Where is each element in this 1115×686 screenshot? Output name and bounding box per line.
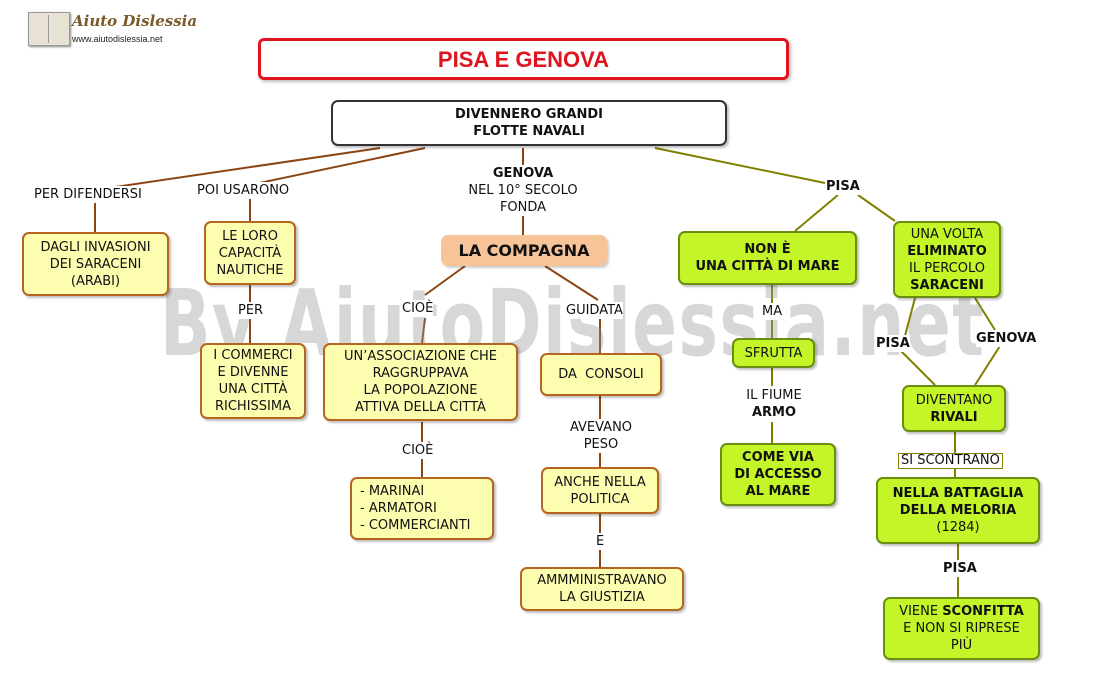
- node-commerci-line-3: UNA CITTÀ: [218, 382, 288, 397]
- label-pisa-top: PISA: [826, 178, 860, 195]
- label-fonda: FONDA: [495, 199, 551, 216]
- node-giustizia-line-1: AMMMINISTRAVANO: [537, 573, 667, 588]
- label-armo: ARMO: [748, 404, 800, 421]
- label-per: PER: [238, 302, 264, 319]
- node-sconfitta-line-1: VIENE SCONFITTA: [899, 603, 1024, 620]
- node-capacita-line-2: CAPACITÀ: [218, 245, 282, 261]
- root-line-2: FLOTTE NAVALI: [473, 124, 585, 139]
- node-associazione-line-2: RAGGRUPPAVA: [372, 366, 469, 381]
- root-node[interactable]: DIVENNERO GRANDI FLOTTE NAVALI: [331, 100, 727, 146]
- logo[interactable]: Aiuto Dislessia www.aiutodislessia.net: [28, 10, 197, 48]
- node-capacita-line-3: NAUTICHE: [216, 262, 284, 278]
- node-commerci-line-2: E DIVENNE: [217, 365, 289, 380]
- node-marinai-line-3: - COMMERCIANTI: [360, 518, 471, 533]
- node-associazione-line-4: ATTIVA DELLA CITTÀ: [355, 400, 486, 415]
- node-diventano-line-2: RIVALI: [930, 409, 978, 425]
- node-battaglia[interactable]: NELLA BATTAGLIA DELLA MELORIA (1284): [876, 477, 1040, 544]
- node-una-volta-line-2: ELIMINATO: [907, 243, 987, 259]
- label-genova-mid: GENOVA: [976, 330, 1037, 347]
- node-marinai-line-1: - MARINAI: [360, 484, 425, 499]
- label-pisa-mid: PISA: [876, 335, 910, 352]
- node-come-via-line-1: COME VIA: [742, 450, 814, 465]
- node-marinai-line-2: - ARMATORI: [360, 501, 437, 516]
- node-associazione[interactable]: UN’ASSOCIAZIONE CHE RAGGRUPPAVA LA POPOL…: [323, 343, 518, 421]
- node-come-via[interactable]: COME VIA DI ACCESSO AL MARE: [720, 443, 836, 506]
- node-commerci-line-4: RICHISSIMA: [214, 399, 291, 414]
- node-associazione-line-3: LA POPOLAZIONE: [363, 383, 478, 398]
- node-politica-line-1: ANCHE NELLA: [554, 474, 646, 490]
- node-capacita[interactable]: LE LORO CAPACITÀ NAUTICHE: [204, 221, 296, 285]
- node-invasioni-line-2: DEI SARACENI: [49, 256, 142, 272]
- node-consoli-text: DA CONSOLI: [558, 367, 644, 382]
- label-per-difendersi: PER DIFENDERSI: [34, 186, 142, 203]
- node-diventano-line-1: DIVENTANO: [915, 392, 993, 408]
- node-battaglia-line-3: (1284): [936, 520, 980, 535]
- node-una-volta[interactable]: UNA VOLTA ELIMINATO IL PERCOLO SARACENI: [893, 221, 1001, 298]
- node-giustizia[interactable]: AMMMINISTRAVANO LA GIUSTIZIA: [520, 567, 684, 611]
- label-ma: MA: [762, 303, 783, 320]
- node-sconfitta-line-1a: VIENE: [899, 604, 943, 619]
- node-come-via-line-2: DI ACCESSO: [734, 467, 822, 482]
- logo-name: Aiuto Dislessia: [72, 12, 198, 30]
- label-il-fiume: IL FIUME: [741, 387, 807, 404]
- node-sconfitta[interactable]: VIENE SCONFITTA E NON SI RIPRESE PIÙ: [883, 597, 1040, 660]
- node-commerci[interactable]: I COMMERCI E DIVENNE UNA CITTÀ RICHISSIM…: [200, 343, 306, 419]
- node-come-via-line-3: AL MARE: [745, 484, 811, 499]
- node-compagna[interactable]: LA COMPAGNA: [441, 235, 607, 266]
- label-si-scontrano: SI SCONTRANO: [898, 453, 1003, 469]
- node-giustizia-line-2: LA GIUSTIZIA: [559, 590, 645, 605]
- label-cioe-2: CIOÈ: [402, 442, 434, 459]
- logo-url: www.aiutodislessia.net: [72, 34, 163, 44]
- node-diventano[interactable]: DIVENTANO RIVALI: [902, 385, 1006, 432]
- root-line-1: DIVENNERO GRANDI: [454, 107, 604, 122]
- label-cioe-1: CIOÈ: [402, 300, 434, 317]
- label-genova-top: GENOVA: [490, 165, 556, 182]
- node-politica-line-2: POLITICA: [570, 491, 630, 507]
- label-guidata: GUIDATA: [566, 302, 623, 319]
- label-poi-usarono: POI USARONO: [197, 182, 290, 199]
- node-sfrutta-text: SFRUTTA: [744, 345, 803, 361]
- node-sfrutta[interactable]: SFRUTTA: [732, 338, 815, 368]
- label-e: E: [596, 533, 605, 550]
- node-sconfitta-line-1b: SCONFITTA: [942, 604, 1024, 619]
- node-invasioni[interactable]: DAGLI INVASIONI DEI SARACENI (ARABI): [22, 232, 169, 296]
- node-battaglia-line-2: DELLA MELORIA: [899, 503, 1017, 518]
- label-nel-secolo: NEL 10° SECOLO: [462, 182, 584, 199]
- label-avevano: AVEVANO: [568, 419, 634, 436]
- node-sconfitta-line-3: PIÙ: [950, 638, 973, 653]
- node-non-citta-line-2: UNA CITTÀ DI MARE: [695, 259, 840, 274]
- page-title-text: PISA E GENOVA: [437, 46, 610, 72]
- node-consoli[interactable]: DA CONSOLI: [540, 353, 662, 396]
- node-una-volta-line-3: IL PERCOLO: [909, 260, 985, 276]
- node-marinai[interactable]: - MARINAI - ARMATORI - COMMERCIANTI: [350, 477, 494, 540]
- node-compagna-text: LA COMPAGNA: [458, 241, 590, 260]
- label-pisa-low: PISA: [943, 560, 977, 577]
- book-icon: [28, 12, 70, 46]
- node-invasioni-line-1: DAGLI INVASIONI: [40, 239, 151, 255]
- node-commerci-line-1: I COMMERCI: [213, 348, 293, 363]
- node-non-citta-line-1: NON È: [744, 242, 791, 257]
- node-sconfitta-line-2: E NON SI RIPRESE: [903, 621, 1020, 636]
- node-non-citta[interactable]: NON È UNA CITTÀ DI MARE: [678, 231, 857, 285]
- label-peso: PESO: [580, 436, 622, 453]
- node-battaglia-line-1: NELLA BATTAGLIA: [892, 486, 1024, 501]
- node-una-volta-line-4: SARACENI: [910, 277, 984, 293]
- page-title: PISA E GENOVA: [258, 38, 789, 80]
- node-una-volta-line-1: UNA VOLTA: [910, 226, 984, 242]
- node-invasioni-line-3: (ARABI): [70, 273, 121, 289]
- node-politica[interactable]: ANCHE NELLA POLITICA: [541, 467, 659, 514]
- node-capacita-line-1: LE LORO: [222, 228, 278, 244]
- node-associazione-line-1: UN’ASSOCIAZIONE CHE: [344, 349, 497, 364]
